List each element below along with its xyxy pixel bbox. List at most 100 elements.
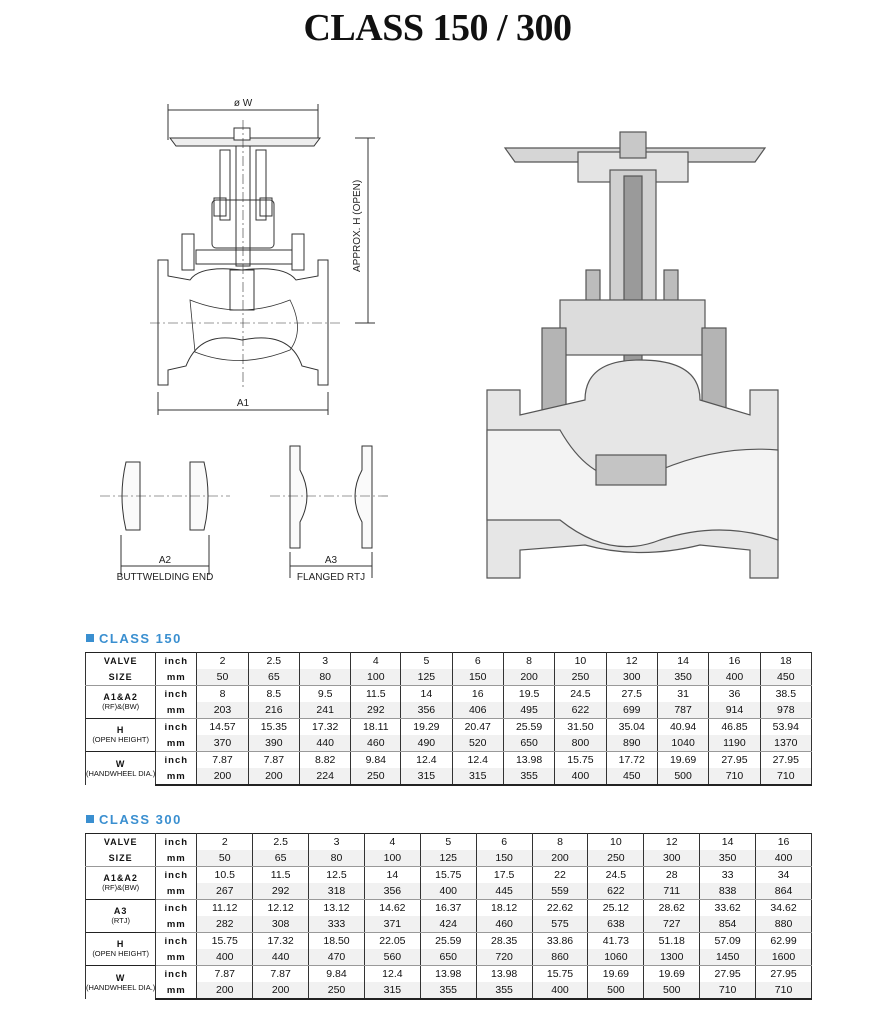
value-cell: 710 [708, 768, 761, 786]
value-cell: 13.98 [419, 965, 477, 982]
value-cell: 8 [531, 833, 589, 850]
value-cell: 14 [699, 833, 757, 850]
value-cell: 880 [755, 916, 812, 933]
value-cell: 315 [400, 768, 453, 786]
row-label-text: W [115, 758, 126, 769]
value-cell: 400 [419, 883, 477, 900]
value-cell: 500 [643, 982, 701, 1000]
row-label: VALVE [84, 652, 157, 669]
value-cell: 18 [759, 652, 813, 669]
value-cell: 560 [363, 949, 421, 966]
value-cell: 19.69 [587, 965, 645, 982]
value-cell: 5 [400, 652, 453, 669]
value-cell: 38.5 [759, 685, 813, 702]
value-cell: 2.5 [247, 652, 301, 669]
value-cell: 19.69 [656, 751, 710, 768]
value-cell: 1060 [587, 949, 645, 966]
value-cell: 12.4 [400, 751, 453, 768]
a1-dimension-label: A1 [237, 398, 250, 409]
row-label: A1&A2(RF)&(BW) [84, 685, 157, 719]
value-cell: 890 [605, 735, 658, 752]
value-cell: 200 [196, 982, 254, 1000]
value-cell: 13.12 [308, 899, 365, 916]
value-cell: 17.32 [252, 932, 310, 949]
unit-cell: mm [155, 702, 198, 719]
value-cell: 11.12 [196, 899, 254, 916]
value-cell: 40.94 [656, 718, 710, 735]
value-cell: 622 [554, 702, 607, 719]
value-cell: 250 [587, 850, 645, 867]
value-cell: 2.5 [252, 833, 310, 850]
value-cell: 445 [475, 883, 533, 900]
value-cell: 495 [502, 702, 556, 719]
value-cell: 19.69 [643, 965, 701, 982]
value-cell: 4 [350, 652, 402, 669]
value-cell: 400 [708, 669, 761, 686]
value-cell: 53.94 [759, 718, 813, 735]
row-label-text: H [116, 725, 125, 735]
value-cell: 650 [419, 949, 477, 966]
value-cell: 800 [554, 735, 607, 752]
value-cell: 350 [656, 669, 710, 686]
unit-cell: inch [155, 965, 198, 982]
value-cell: 16 [451, 685, 504, 702]
value-cell: 16 [755, 833, 812, 850]
value-cell: 3 [298, 652, 352, 669]
value-cell: 2 [196, 652, 249, 669]
value-cell: 224 [298, 768, 352, 786]
row-label: H(OPEN HEIGHT) [84, 932, 157, 966]
value-cell: 10 [554, 652, 607, 669]
a2-caption: BUTTWELDING END [117, 572, 214, 583]
value-cell: 7.87 [247, 751, 301, 768]
value-cell: 390 [247, 735, 301, 752]
value-cell: 292 [350, 702, 402, 719]
row-label: SIZE [84, 850, 157, 867]
value-cell: 406 [451, 702, 504, 719]
value-cell: 440 [252, 949, 310, 966]
value-cell: 315 [451, 768, 504, 786]
value-cell: 18.12 [475, 899, 533, 916]
value-cell: 100 [363, 850, 421, 867]
unit-cell: inch [155, 751, 198, 768]
value-cell: 1370 [759, 735, 813, 752]
square-bullet-icon [86, 815, 94, 823]
value-cell: 27.5 [605, 685, 658, 702]
value-cell: 22.62 [531, 899, 589, 916]
w-dimension-label: ø W [234, 98, 253, 109]
value-cell: 12 [643, 833, 701, 850]
value-cell: 638 [587, 916, 645, 933]
value-cell: 308 [252, 916, 310, 933]
value-cell: 11.5 [252, 866, 310, 883]
value-cell: 250 [554, 669, 607, 686]
value-cell: 400 [755, 850, 812, 867]
value-cell: 355 [475, 982, 533, 1000]
value-cell: 333 [308, 916, 365, 933]
unit-cell: mm [155, 916, 198, 933]
unit-cell: mm [155, 883, 198, 900]
value-cell: 7.87 [196, 751, 249, 768]
value-cell: 400 [531, 982, 589, 1000]
value-cell: 14 [656, 652, 710, 669]
value-cell: 864 [755, 883, 812, 900]
value-cell: 355 [502, 768, 556, 786]
value-cell: 200 [252, 982, 310, 1000]
h-dimension-label: APPROX. H (OPEN) [352, 180, 363, 272]
row-label-subtext: (OPEN HEIGHT) [92, 949, 149, 958]
value-cell: 57.09 [699, 932, 757, 949]
value-cell: 12.5 [308, 866, 365, 883]
value-cell: 35.04 [605, 718, 658, 735]
globe-valve-cutaway-render [486, 131, 779, 579]
value-cell: 622 [587, 883, 645, 900]
value-cell: 31.50 [554, 718, 607, 735]
value-cell: 34.62 [755, 899, 812, 916]
square-bullet-icon [86, 634, 94, 642]
value-cell: 216 [247, 702, 301, 719]
value-cell: 978 [759, 702, 813, 719]
